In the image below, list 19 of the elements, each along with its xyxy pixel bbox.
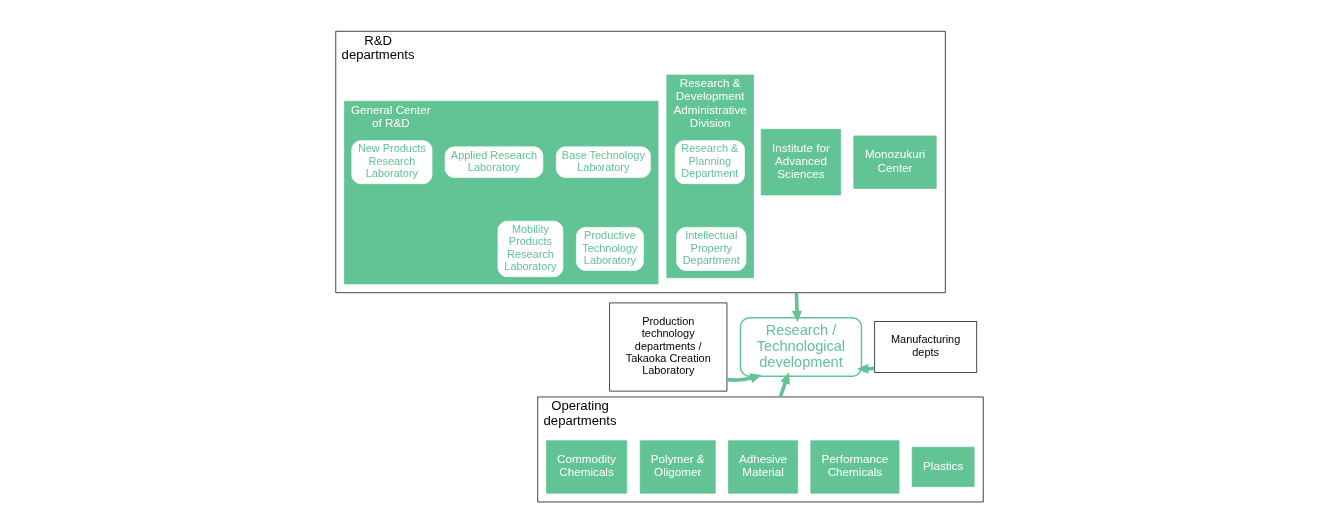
node-box: New Products Research Laboratory <box>351 140 433 185</box>
node-box: Performance Chemicals <box>810 440 900 494</box>
node-box: Monozukuri Center <box>853 135 937 189</box>
arrow <box>791 292 802 323</box>
node-box: Institute for Advanced Sciences <box>760 129 842 196</box>
node-box: Intellectual Property Department <box>676 227 747 271</box>
node-box: Adhesive Material <box>728 440 799 494</box>
node-box: Polymer & Oligomer <box>639 440 716 494</box>
node-box: Applied Research Laboratory <box>444 146 544 178</box>
arrow <box>726 373 762 384</box>
node-box: Productive Technology Laboratory <box>576 227 644 271</box>
node-box: Research / Technological development <box>739 317 863 377</box>
node-box: Production technology departments / Takaoka Creation Laboratory <box>609 302 728 392</box>
node-box: Research & Planning Department <box>674 140 745 185</box>
node-box: Manufacturing depts <box>874 321 978 373</box>
node-box: Commodity Chemicals <box>546 440 628 494</box>
node-box: Base Technology Laboratory <box>555 146 651 178</box>
node-box: Mobility Products Research Laboratory <box>497 220 564 277</box>
node-box: Plastics <box>911 446 975 487</box>
